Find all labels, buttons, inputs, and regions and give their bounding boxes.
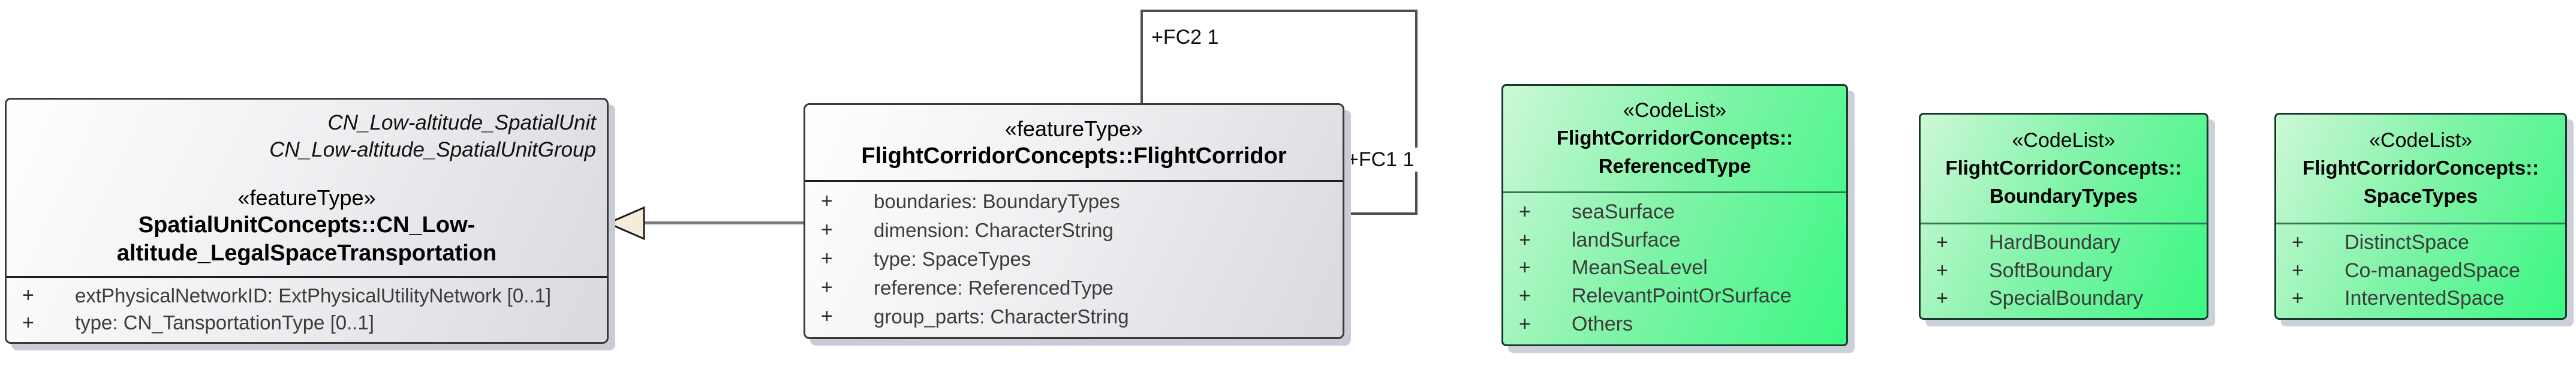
generalization-arrowhead-icon: [606, 206, 645, 241]
codelist-header: «CodeList» FlightCorridorConcepts:: Boun…: [1921, 115, 2207, 223]
attribute-text: dimension: CharacterString: [874, 218, 1114, 241]
codelist-box-space-types[interactable]: «CodeList» FlightCorridorConcepts:: Spac…: [2274, 113, 2567, 320]
codelist-header: «CodeList» FlightCorridorConcepts:: Refe…: [1503, 86, 1846, 191]
attribute-row: + dimension: CharacterString: [821, 218, 1338, 242]
class-annotation-line1: CN_Low-altitude_SpatialUnit: [327, 111, 596, 134]
association-label-fc1: +FC1 1: [1342, 148, 1419, 172]
codelist-name-line1: FlightCorridorConcepts::: [1945, 157, 2182, 179]
codelist-item: + landSurface: [1519, 229, 1841, 252]
codelist-item: + MeanSeaLevel: [1519, 256, 1841, 280]
visibility-marker: +: [1936, 231, 1948, 254]
self-association-horizontal-bottom: [1344, 212, 1418, 215]
codelist-item: + HardBoundary: [1936, 231, 2202, 254]
codelist-name-line2: BoundaryTypes: [1990, 185, 2138, 207]
codelist-item: + InterventedSpace: [2292, 287, 2560, 310]
item-text: landSurface: [1572, 228, 1681, 251]
attribute-text: type: SpaceTypes: [874, 247, 1031, 270]
codelist-box-boundary-types[interactable]: «CodeList» FlightCorridorConcepts:: Boun…: [1919, 113, 2208, 320]
class-name-line1: SpatialUnitConcepts::CN_Low-: [138, 212, 476, 238]
visibility-marker: +: [1519, 200, 1531, 223]
visibility-marker: +: [821, 247, 833, 270]
codelist-item: + Others: [1519, 313, 1841, 336]
class-stereotype: «featureType»: [237, 185, 376, 210]
visibility-marker: +: [22, 284, 34, 307]
class-header: CN_Low-altitude_SpatialUnit CN_Low-altit…: [7, 100, 607, 268]
item-text: seaSurface: [1572, 200, 1675, 223]
visibility-marker: +: [821, 190, 833, 212]
item-text: RelevantPointOrSurface: [1572, 284, 1792, 308]
visibility-marker: +: [2292, 259, 2304, 282]
generalization-line: [640, 221, 806, 224]
self-association-vertical-left: [1140, 10, 1143, 104]
class-header: «featureType» FlightCorridorConcepts::Fl…: [805, 105, 1343, 170]
item-text: Others: [1572, 313, 1633, 336]
visibility-marker: +: [1519, 313, 1531, 336]
item-text: SoftBoundary: [1989, 259, 2113, 282]
codelist-item: + SpecialBoundary: [1936, 287, 2202, 310]
codelist-name-line1: FlightCorridorConcepts::: [1556, 127, 1793, 149]
codelist-item: + SoftBoundary: [1936, 259, 2202, 283]
attributes-compartment: + boundaries: BoundaryTypes + dimension:…: [805, 180, 1343, 337]
class-name-line2: altitude_LegalSpaceTransportation: [116, 241, 497, 266]
attribute-row: + reference: ReferencedType: [821, 276, 1338, 299]
self-association-horizontal-top: [1140, 10, 1418, 12]
codelist-item: + RelevantPointOrSurface: [1519, 284, 1841, 308]
attribute-row: + type: SpaceTypes: [821, 247, 1338, 271]
class-box-flight-corridor[interactable]: «featureType» FlightCorridorConcepts::Fl…: [804, 103, 1344, 339]
attribute-text: boundaries: BoundaryTypes: [874, 190, 1120, 212]
class-stereotype: «featureType»: [1004, 116, 1143, 141]
codelist-item: + seaSurface: [1519, 200, 1841, 224]
codelist-item: + DistinctSpace: [2292, 231, 2560, 254]
attribute-row: + boundaries: BoundaryTypes: [821, 190, 1338, 213]
self-association-vertical-right: [1415, 10, 1418, 215]
item-text: SpecialBoundary: [1989, 286, 2144, 310]
attribute-row: + extPhysicalNetworkID: ExtPhysicalUtili…: [22, 284, 602, 307]
codelist-items-compartment: + seaSurface + landSurface + MeanSeaLeve…: [1503, 191, 1846, 344]
item-text: HardBoundary: [1989, 231, 2121, 254]
attributes-compartment: + extPhysicalNetworkID: ExtPhysicalUtili…: [7, 276, 607, 342]
visibility-marker: +: [1936, 259, 1948, 282]
visibility-marker: +: [22, 311, 34, 334]
codelist-stereotype: «CodeList»: [1623, 99, 1726, 122]
attribute-text: type: CN_TansportationType [0..1]: [75, 311, 374, 334]
codelist-name-line2: SpaceTypes: [2363, 185, 2478, 207]
class-box-legal-space-transportation[interactable]: CN_Low-altitude_SpatialUnit CN_Low-altit…: [5, 98, 609, 344]
visibility-marker: +: [1519, 284, 1531, 308]
class-name: FlightCorridorConcepts::FlightCorridor: [861, 143, 1287, 169]
attribute-row: + type: CN_TansportationType [0..1]: [22, 311, 602, 335]
codelist-item: + Co-managedSpace: [2292, 259, 2560, 283]
codelist-stereotype: «CodeList»: [2012, 129, 2115, 152]
codelist-stereotype: «CodeList»: [2369, 129, 2472, 152]
visibility-marker: +: [821, 305, 833, 328]
association-label-fc2: +FC2 1: [1146, 25, 1224, 49]
attribute-text: reference: ReferencedType: [874, 276, 1114, 299]
codelist-box-referenced-type[interactable]: «CodeList» FlightCorridorConcepts:: Refe…: [1501, 84, 1848, 346]
codelist-items-compartment: + DistinctSpace + Co-managedSpace + Inte…: [2276, 223, 2565, 318]
codelist-name-line1: FlightCorridorConcepts::: [2302, 157, 2539, 179]
codelist-items-compartment: + HardBoundary + SoftBoundary + SpecialB…: [1921, 223, 2207, 318]
visibility-marker: +: [1519, 228, 1531, 251]
codelist-name-line2: ReferencedType: [1598, 155, 1752, 177]
visibility-marker: +: [2292, 286, 2304, 310]
item-text: MeanSeaLevel: [1572, 256, 1708, 280]
attribute-text: extPhysicalNetworkID: ExtPhysicalUtility…: [75, 284, 552, 307]
attribute-text: group_parts: CharacterString: [874, 305, 1129, 328]
item-text: InterventedSpace: [2345, 286, 2505, 310]
visibility-marker: +: [1519, 256, 1531, 280]
attribute-row: + group_parts: CharacterString: [821, 305, 1338, 328]
class-annotation-line2: CN_Low-altitude_SpatialUnitGroup: [269, 138, 596, 161]
visibility-marker: +: [821, 276, 833, 299]
visibility-marker: +: [2292, 231, 2304, 254]
item-text: Co-managedSpace: [2345, 259, 2520, 282]
visibility-marker: +: [821, 218, 833, 241]
codelist-header: «CodeList» FlightCorridorConcepts:: Spac…: [2276, 115, 2565, 223]
item-text: DistinctSpace: [2345, 231, 2469, 254]
visibility-marker: +: [1936, 286, 1948, 310]
